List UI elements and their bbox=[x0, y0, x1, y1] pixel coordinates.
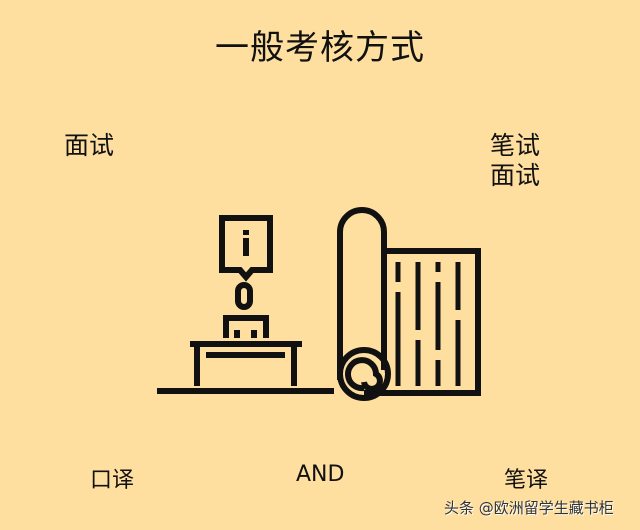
page-title: 一般考核方式 bbox=[215, 28, 425, 68]
watermark: 头条 @欧洲留学生藏书柜 bbox=[444, 499, 614, 517]
interpretation-exam-label: 面试 bbox=[64, 131, 114, 161]
exam-type-interview: 面试 bbox=[490, 161, 541, 190]
translation-label: 笔译 bbox=[504, 468, 549, 493]
and-connector-label: AND bbox=[296, 462, 345, 487]
interpreter-podium-icon bbox=[157, 215, 334, 394]
interpretation-label: 口译 bbox=[90, 468, 135, 493]
exam-type-written: 笔试 bbox=[490, 131, 541, 160]
exam-type-interview: 面试 bbox=[64, 131, 115, 160]
translation-exam-label: 笔试 面试 bbox=[490, 131, 540, 191]
scroll-document-icon bbox=[337, 207, 481, 401]
